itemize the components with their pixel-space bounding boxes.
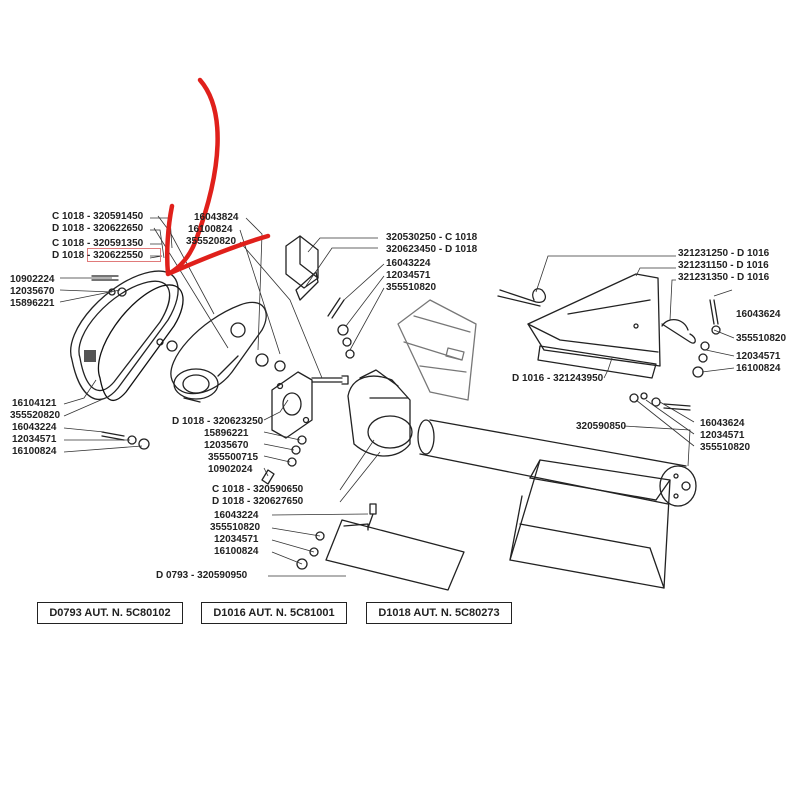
label-16043824: 16043824 — [194, 212, 239, 223]
label-320623450-d1018: 320623450 - D 1018 — [386, 244, 478, 255]
gasket-ring — [97, 284, 184, 402]
oval-cover — [70, 270, 179, 400]
label-d1018-320623250: D 1018 - 320623250 — [172, 416, 264, 427]
label-16043624-b: 16043624 — [700, 418, 745, 429]
label-355510820-a: 355510820 — [386, 282, 437, 293]
label-321231350-d1016: 321231350 - D 1016 — [678, 272, 770, 283]
label-16104121: 16104121 — [12, 398, 57, 409]
label-16043224-a: 16043224 — [386, 258, 431, 269]
label-12034571-d: 12034571 — [700, 430, 745, 441]
label-16043624-a: 16043624 — [736, 309, 781, 320]
label-12034571-b: 12034571 — [736, 351, 781, 362]
label-355500715: 355500715 — [208, 452, 259, 463]
small-bracket — [285, 235, 319, 301]
inner-housing — [170, 301, 267, 403]
label-12034571-c: 12034571 — [12, 434, 57, 445]
label-d1018-320622650: D 1018 - 320622650 — [52, 223, 144, 234]
label-12035670: 12035670 — [10, 286, 55, 297]
footer-box-d1018: D1018 AUT. N. 5C80273 — [366, 602, 512, 624]
label-15896221-b: 15896221 — [204, 428, 249, 439]
triangular-housing — [527, 273, 661, 379]
label-16100824-c: 16100824 — [12, 446, 57, 457]
flange-plate — [271, 371, 313, 439]
label-355510820-c: 355510820 — [700, 442, 751, 453]
label-12035670-b: 12035670 — [204, 440, 249, 451]
part-number-highlight-box — [87, 248, 161, 262]
label-320530250-c1018: 320530250 - C 1018 — [386, 232, 478, 243]
slide-plate — [325, 519, 465, 591]
footer-box-d1016: D1016 AUT. N. 5C81001 — [201, 602, 347, 624]
label-d0793-320590950: D 0793 - 320590950 — [156, 570, 248, 581]
label-321231150-d1016: 321231150 - D 1016 — [678, 260, 769, 271]
label-12034571-a: 12034571 — [386, 270, 431, 281]
label-d1016-321243950: D 1016 - 321243950 — [512, 373, 604, 384]
label-16100824-b: 16100824 — [736, 363, 781, 374]
label-16043224-c: 16043224 — [214, 510, 259, 521]
footer-box-d0793: D0793 AUT. N. 5C80102 — [37, 602, 183, 624]
label-c1018-320591350: C 1018 - 320591350 — [52, 238, 144, 249]
label-d1018-320622550: D 1018 - 320622550 — [52, 250, 144, 261]
lower-trough — [509, 459, 671, 589]
label-12034571-e: 12034571 — [214, 534, 259, 545]
label-10902024: 10902024 — [208, 464, 253, 475]
label-16043224-b: 16043224 — [12, 422, 57, 433]
label-320590850: 320590850 — [576, 421, 627, 432]
label-321231250-d1016: 321231250 - D 1016 — [678, 248, 770, 259]
label-d1018-320627650: D 1018 - 320627650 — [212, 496, 304, 507]
label-355510820-d: 355510820 — [210, 522, 261, 533]
long-tube — [417, 419, 697, 507]
label-15896221: 15896221 — [10, 298, 55, 309]
label-355520820-b: 355520820 — [10, 410, 61, 421]
red-pointer-arrow — [164, 77, 271, 277]
label-16100824-d: 16100824 — [214, 546, 259, 557]
label-355510820-b: 355510820 — [736, 333, 787, 344]
label-355520820-top: 355520820 — [186, 236, 237, 247]
label-c1018-320590650: C 1018 - 320590650 — [212, 484, 304, 495]
label-10902224: 10902224 — [10, 274, 55, 285]
transition-cylinder — [347, 369, 413, 457]
frame-chute — [397, 299, 477, 401]
label-c1018-320591450: C 1018 - 320591450 — [52, 211, 144, 222]
label-16100824-top: 16100824 — [188, 224, 233, 235]
